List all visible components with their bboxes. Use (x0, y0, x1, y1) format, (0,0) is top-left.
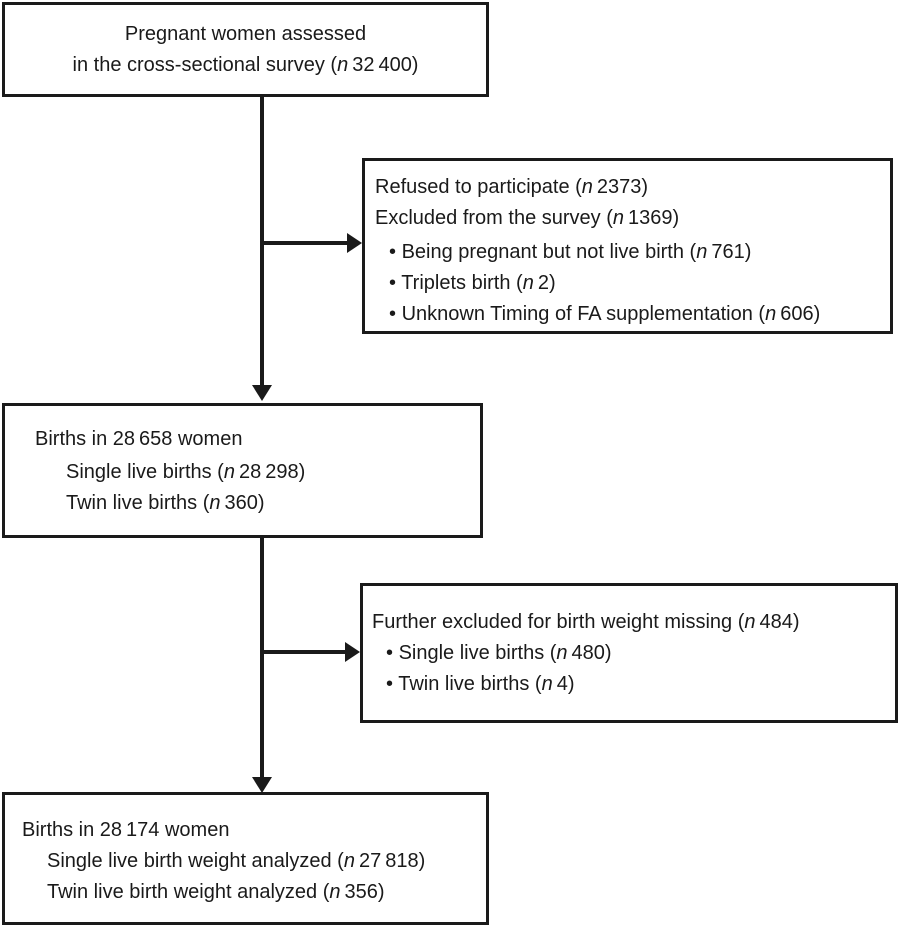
n-symbol: n (541, 673, 553, 695)
n-symbol: n (209, 492, 221, 514)
line-text: Excluded from the survey (375, 207, 601, 229)
line-text: Further excluded for birth weight missin… (372, 611, 733, 633)
line-text: Refused to participate (375, 176, 570, 198)
line-text: Single live births (398, 642, 545, 664)
bullet-icon: • (386, 673, 399, 695)
line-text: Triplets birth (401, 272, 511, 294)
n-count: (n 480) (544, 642, 612, 664)
right-arrowhead-excluded-weight (345, 642, 360, 662)
n-count: (n 2373) (569, 176, 649, 198)
n-count: (n 1369) (600, 207, 680, 229)
down-arrowhead-births (252, 385, 272, 401)
n-symbol: n (765, 303, 777, 325)
n-count: (n 360) (197, 492, 265, 514)
box-excluded-birth-weight-missing: Further excluded for birth weight missin… (360, 583, 898, 723)
n-symbol: n (612, 207, 624, 229)
flow-text-line: • Triplets birth (n 2) (375, 268, 882, 299)
flow-text-line: Refused to participate (n 2373) (375, 172, 882, 203)
line-text: Pregnant women assessed (124, 22, 367, 45)
flow-text-line: • Single live births (n 480) (372, 638, 887, 669)
n-count: (n 484) (732, 611, 800, 633)
n-count: (n 28 298) (211, 461, 306, 483)
line-text: Twin live births (66, 492, 198, 514)
right-arrowhead-excluded-survey (347, 233, 362, 253)
line-text: Being pregnant but not live birth (401, 241, 684, 263)
flow-text-line: Excluded from the survey (n 1369) (375, 203, 882, 234)
n-symbol: n (223, 461, 235, 483)
line-text: in the cross-sectional survey (72, 53, 325, 76)
flow-text-line: Twin live births (n 360) (35, 488, 472, 519)
n-count: (n 761) (683, 241, 752, 263)
line-text: Single live births (66, 461, 212, 483)
n-symbol: n (696, 241, 708, 263)
down-arrowhead-analyzed (252, 777, 272, 793)
box-excluded-from-survey: Refused to participate (n 2373)Excluded … (362, 158, 893, 334)
flow-text-line: Pregnant women assessed (5, 19, 486, 50)
flow-text-line: Births in 28 658 women (35, 424, 472, 455)
bullet-icon: • (389, 303, 402, 325)
line-text: Single live birth weight analyzed (47, 850, 332, 872)
n-symbol: n (556, 642, 568, 664)
flow-text-line: • Unknown Timing of FA supplementation (… (375, 299, 882, 330)
n-symbol: n (522, 272, 534, 294)
n-count: (n 27 818) (331, 850, 426, 872)
box-pregnant-women-assessed: Pregnant women assessed in the cross-sect… (2, 2, 489, 97)
bullet-icon: • (389, 241, 402, 263)
flow-text-line: Births in 28 174 women (22, 815, 478, 846)
line-text: Unknown Timing of FA supplementation (401, 303, 753, 325)
line-text: Twin live births (398, 673, 530, 695)
n-count: (n 4) (529, 673, 575, 695)
flow-text-line: Single live births (n 28 298) (35, 457, 472, 488)
flow-text-line: Single live birth weight analyzed (n 27 … (22, 846, 478, 877)
flow-text-line: Further excluded for birth weight missin… (372, 607, 887, 638)
line-text: Births in 28 658 women (35, 428, 243, 450)
flow-text-line: • Being pregnant but not live birth (n 7… (375, 237, 882, 268)
bullet-icon: • (386, 642, 399, 664)
flow-text-line: in the cross-sectional survey (n 32 400) (5, 50, 486, 81)
flow-text-line: • Twin live births (n 4) (372, 669, 887, 700)
flow-text-line: Twin live birth weight analyzed (n 356) (22, 877, 478, 908)
n-symbol: n (744, 611, 756, 633)
line-text: Twin live birth weight analyzed (47, 881, 318, 903)
n-symbol: n (343, 850, 355, 872)
n-symbol: n (329, 881, 341, 903)
n-count: (n 2) (510, 272, 556, 294)
n-count: (n 606) (752, 303, 821, 325)
n-symbol: n (581, 176, 593, 198)
n-symbol: n (337, 53, 349, 76)
n-count: (n 356) (317, 881, 385, 903)
bullet-icon: • (389, 272, 402, 294)
n-count: (n 32 400) (324, 53, 419, 76)
line-text: Births in 28 174 women (22, 819, 230, 841)
